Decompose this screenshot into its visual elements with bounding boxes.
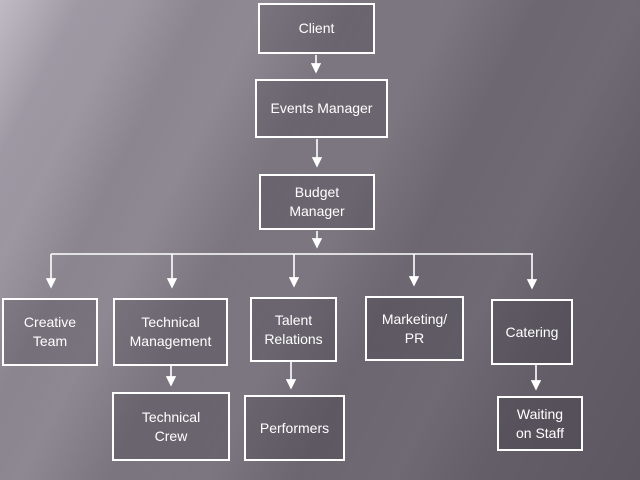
node-technical-crew-label: Technical Crew: [141, 408, 201, 444]
node-technical-management: Technical Management: [113, 298, 228, 366]
node-events-manager: Events Manager: [255, 79, 388, 138]
node-waiting-on-staff: Waiting on Staff: [497, 396, 583, 451]
node-performers-label: Performers: [259, 419, 330, 436]
node-technical-management-label: Technical Management: [129, 314, 212, 349]
node-marketing-pr: Marketing/ PR: [365, 296, 464, 361]
node-creative-team-label: Creative Team: [23, 314, 77, 349]
node-creative-team: Creative Team: [2, 298, 98, 366]
node-catering: Catering: [491, 299, 573, 365]
node-client: Client: [258, 3, 375, 54]
node-catering-label: Catering: [505, 323, 559, 340]
node-events-manager-label: Events Manager: [270, 100, 373, 117]
node-talent-relations: Talent Relations: [250, 297, 337, 362]
node-talent-relations-label: Talent Relations: [264, 311, 323, 347]
node-waiting-on-staff-label: Waiting on Staff: [515, 405, 564, 441]
node-budget-manager-label: Budget Manager: [289, 184, 345, 219]
node-client-label: Client: [298, 20, 335, 37]
node-performers: Performers: [244, 395, 345, 461]
node-marketing-pr-label: Marketing/ PR: [381, 310, 448, 346]
node-technical-crew: Technical Crew: [112, 392, 230, 461]
node-budget-manager: Budget Manager: [259, 174, 375, 230]
